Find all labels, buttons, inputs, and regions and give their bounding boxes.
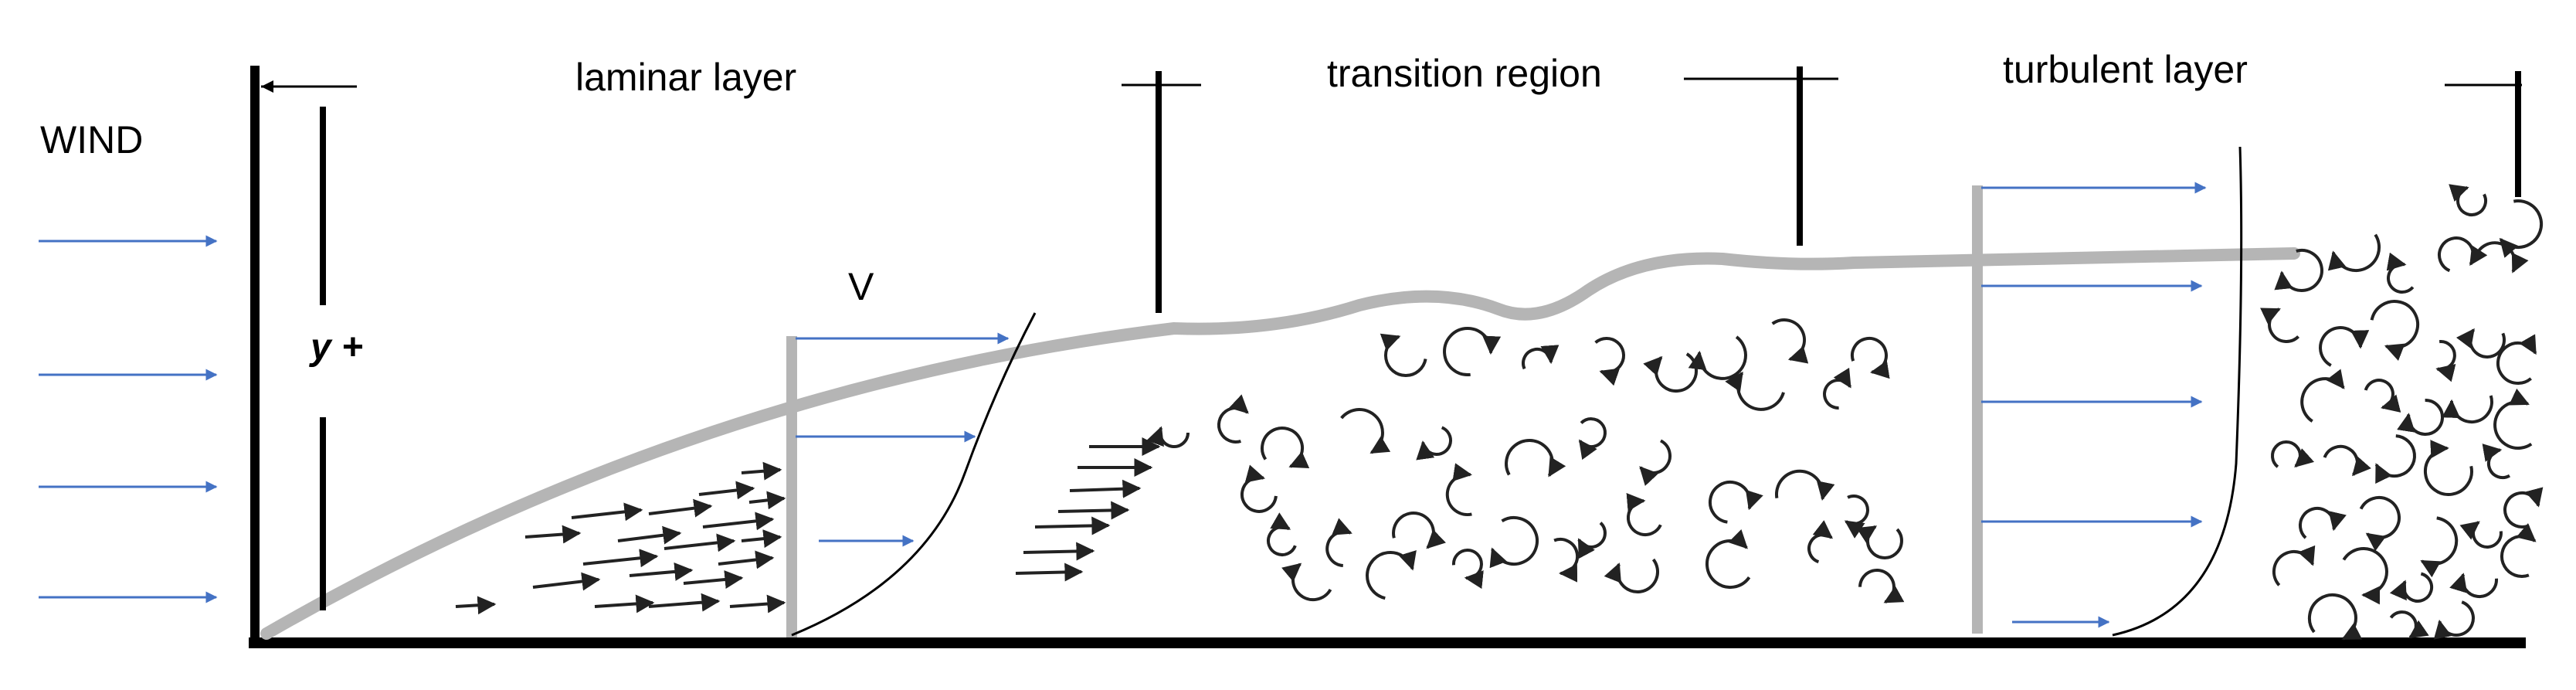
eddy-swirl [2298, 506, 2347, 539]
eddy-swirl [1217, 394, 1249, 444]
eddy-swirl [2359, 495, 2401, 552]
eddy-swirl [2442, 395, 2493, 424]
eddy-swirl [2300, 369, 2345, 423]
eddy-swirl [2389, 572, 2434, 603]
eddy-swirl [1240, 464, 1278, 513]
eddy-swirl [2323, 444, 2371, 477]
eddy-swirl [1445, 463, 1472, 516]
eddy-swirl [1844, 495, 1869, 539]
eddy-swirl [2449, 184, 2487, 216]
laminar-extent-marker [261, 80, 357, 93]
laminar-flow-streaks [455, 461, 786, 615]
turbulent-eddies [1146, 184, 2544, 641]
turbulent-layer-label: turbulent layer [2003, 48, 2248, 91]
eddy-swirl [1807, 520, 1833, 563]
eddy-swirl [1451, 549, 1484, 590]
eddy-swirl [2272, 545, 2316, 586]
eddy-swirl [1708, 481, 1763, 524]
velocity-label: V [848, 265, 874, 308]
eddy-swirl [2271, 440, 2315, 468]
eddy-swirl [1416, 426, 1453, 461]
eddy-swirl [1281, 563, 1332, 602]
eddy-swirl [2364, 379, 2401, 413]
eddy-swirl [1705, 529, 1751, 589]
eddy-swirl [1626, 493, 1662, 536]
laminar-layer-label: laminar layer [575, 56, 796, 99]
eddy-swirl [1267, 512, 1297, 556]
eddy-swirl [2420, 516, 2459, 578]
eddy-swirl [2438, 236, 2488, 273]
eddy-swirl [2389, 610, 2429, 639]
eddy-swirl [1594, 337, 1626, 386]
eddy-swirl [1823, 367, 1851, 410]
eddy-swirl [2423, 440, 2473, 496]
eddy-swirl [1380, 333, 1427, 377]
eddy-swirl [1146, 426, 1190, 448]
yplus-label: y + [309, 327, 363, 368]
eddy-swirl [1340, 408, 1391, 454]
eddy-swirl [1392, 512, 1446, 549]
eddy-swirl [2496, 334, 2537, 385]
eddy-swirl [1505, 438, 1566, 478]
eddy-swirl [1577, 522, 1607, 559]
eddy-swirl [1688, 335, 1747, 380]
eddy-swirl [1725, 371, 1785, 411]
eddy-swirl [1850, 336, 1890, 379]
eddy-swirl [2482, 444, 2511, 480]
eddy-swirl [1366, 550, 1417, 600]
eddy-swirl [2260, 308, 2300, 343]
eddy-swirl [1489, 516, 1539, 569]
eddy-swirl [2397, 398, 2445, 436]
turbulent-end-marker [2445, 71, 2522, 197]
boundary-layer-edge [260, 247, 2300, 640]
turbulent-velocity-profile [1972, 146, 2243, 637]
eddy-swirl [2456, 328, 2506, 359]
eddy-swirl [1643, 352, 1698, 393]
eddy-swirl [2449, 573, 2499, 599]
eddy-swirl [1604, 558, 1660, 594]
laminar-velocity-profile [786, 312, 1037, 637]
eddy-swirl [2307, 593, 2363, 641]
eddy-swirl [2319, 326, 2370, 367]
wind-arrows [39, 235, 218, 603]
eddy-swirl [2493, 388, 2533, 450]
eddy-swirl [2386, 252, 2415, 294]
eddy-swirl [1856, 525, 1903, 559]
eddy-swirl [1771, 318, 1809, 364]
eddy-swirl [2500, 523, 2537, 578]
eddy-swirl [2274, 249, 2323, 292]
eddy-swirl [1261, 427, 1310, 468]
eddy-swirl [2503, 487, 2544, 529]
eddy-swirl [1553, 538, 1580, 583]
eddy-swirl [1775, 469, 1835, 501]
eddy-swirl [1639, 439, 1672, 486]
eddy-swirl [1578, 417, 1607, 461]
eddy-swirl [2433, 600, 2475, 640]
eddy-swirl [2459, 521, 2503, 549]
transition-region-label: transition region [1327, 52, 1602, 95]
eddy-swirl [1522, 345, 1560, 370]
transition-start-marker [1122, 71, 1201, 313]
wind-label: WIND [40, 118, 143, 161]
eddy-swirl [2370, 300, 2420, 361]
eddy-swirl [1443, 327, 1502, 377]
eddy-swirl [2435, 340, 2456, 382]
eddy-swirl [1325, 518, 1352, 567]
eddy-swirl [2327, 233, 2381, 273]
transition-flow-streaks [1015, 437, 1161, 582]
turbulent-start-marker [1684, 66, 1838, 246]
eddy-swirl [2499, 199, 2544, 258]
eddy-swirl [2374, 434, 2416, 484]
eddy-swirl [2342, 547, 2388, 605]
eddy-swirl [1858, 568, 1905, 603]
